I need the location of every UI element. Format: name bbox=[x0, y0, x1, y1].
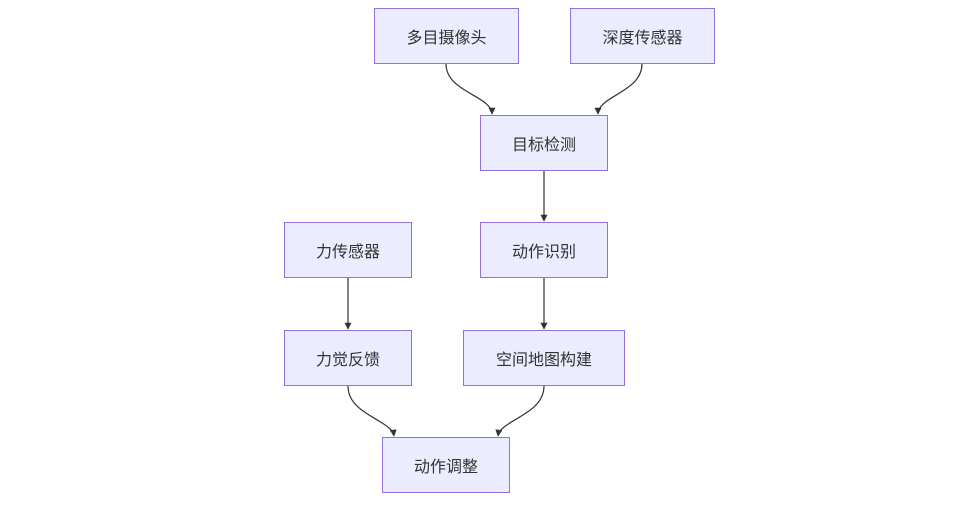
node-multi-camera: 多目摄像头 bbox=[374, 8, 519, 64]
node-depth-sensor: 深度传感器 bbox=[570, 8, 715, 64]
node-object-detection: 目标检测 bbox=[480, 115, 608, 171]
node-force-feedback: 力觉反馈 bbox=[284, 330, 412, 386]
edge-map-to-adjust bbox=[495, 385, 545, 437]
node-force-sensor: 力传感器 bbox=[284, 222, 412, 278]
node-action-recognition: 动作识别 bbox=[480, 222, 608, 278]
edge-depth-to-detect bbox=[594, 63, 643, 115]
edge-camera-to-detect bbox=[445, 63, 496, 115]
node-spatial-map-building: 空间地图构建 bbox=[463, 330, 625, 386]
node-action-adjustment: 动作调整 bbox=[382, 437, 510, 493]
edge-haptic-to-adjust bbox=[347, 385, 397, 437]
